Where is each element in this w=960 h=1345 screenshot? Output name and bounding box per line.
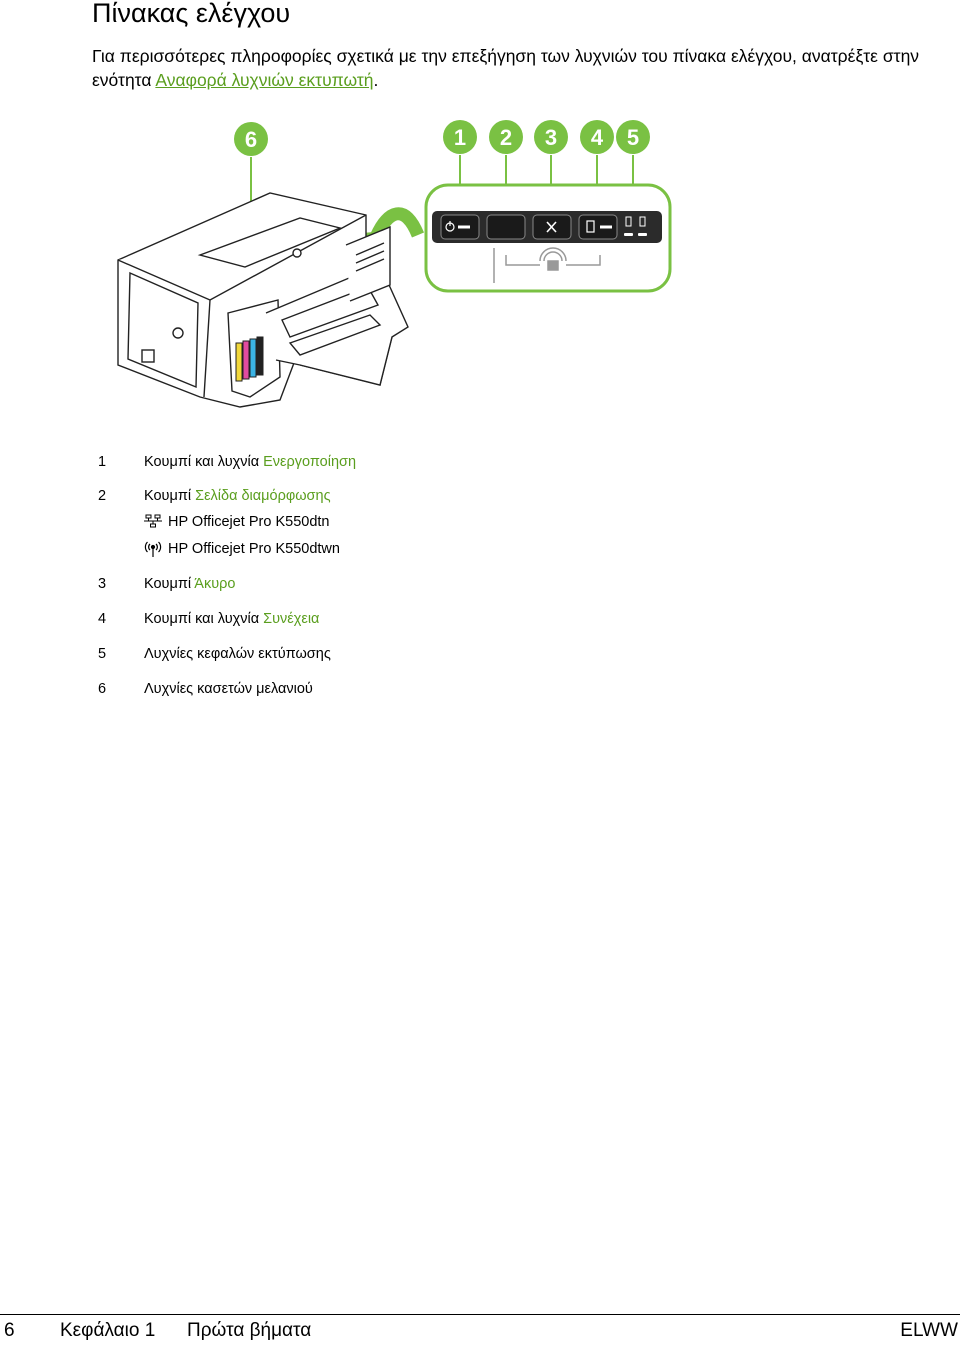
footer-section: Πρώτα βήματα xyxy=(187,1320,312,1341)
power-icon xyxy=(445,221,470,232)
callout-2-label: 2 xyxy=(500,125,512,150)
callout-3-label: 3 xyxy=(545,125,557,150)
legend-link-cancel[interactable]: Άκυρο xyxy=(194,576,236,592)
legend-text: Λυχνίες κεφαλών εκτύπωσης xyxy=(144,646,331,662)
callout-4: 4 xyxy=(580,120,614,154)
footer-page-number: 6 xyxy=(4,1320,15,1341)
model-name: HP Officejet Pro K550dtn xyxy=(168,514,330,530)
legend-number: 6 xyxy=(98,681,107,697)
legend-text: Κουμπί Άκυρο xyxy=(144,574,235,594)
intro-text: Για περισσότερες πληροφορίες σχετικά με … xyxy=(92,46,920,90)
legend-label: Κουμπί και λυχνία xyxy=(144,454,264,470)
callout-5-label: 5 xyxy=(627,125,639,150)
cancel-x-icon xyxy=(546,221,557,233)
legend-text: Λυχνίες κασετών μελανιού xyxy=(144,681,313,697)
legend-link-configuration-page[interactable]: Σελίδα διαμόρφωσης xyxy=(195,488,331,504)
network-icon xyxy=(144,514,162,528)
callout-6: 6 xyxy=(234,122,268,156)
legend-text: Κουμπί και λυχνία Συνέχεια xyxy=(144,609,319,629)
callout-4-label: 4 xyxy=(591,125,604,150)
page-footer: 6 Κεφάλαιο 1 Πρώτα βήματα ELWW xyxy=(0,1314,960,1344)
legend-number: 3 xyxy=(98,576,107,592)
legend-label: Κουμπί xyxy=(144,488,196,504)
legend-label: Κουμπί και λυχνία xyxy=(144,611,264,627)
callout-1-label: 1 xyxy=(454,125,466,150)
zoom-arrow xyxy=(370,207,425,240)
legend-number: 4 xyxy=(98,611,107,627)
legend-link-power[interactable]: Ενεργοποίηση xyxy=(263,454,357,470)
legend-number: 2 xyxy=(98,488,107,504)
callout-5: 5 xyxy=(616,120,650,154)
callout-1: 1 xyxy=(443,120,477,154)
intro-paragraph: Για περισσότερες πληροφορίες σχετικά με … xyxy=(92,44,932,92)
legend-number: 1 xyxy=(98,454,107,470)
legend-label: Κουμπί xyxy=(144,576,195,592)
wireless-icon xyxy=(493,247,601,283)
footer-doc-id: ELWW xyxy=(900,1320,958,1341)
printer-lights-reference-link[interactable]: Αναφορά λυχνιών εκτυπωτή xyxy=(155,70,374,90)
page-title: Πίνακας ελέγχου xyxy=(92,0,291,28)
intro-period: . xyxy=(373,70,379,90)
legend-text: Κουμπί Σελίδα διαμόρφωσης xyxy=(144,486,331,506)
control-panel-figure: 6 1 2 3 4 5 xyxy=(0,115,960,415)
ink-cartridges xyxy=(235,336,264,382)
footer-rule xyxy=(0,1314,960,1315)
callout-3: 3 xyxy=(534,120,568,154)
printhead-lights-icon xyxy=(624,216,647,236)
callout-6-label: 6 xyxy=(245,127,257,152)
wireless-icon xyxy=(144,541,162,557)
legend-number: 5 xyxy=(98,646,107,662)
callout-2: 2 xyxy=(489,120,523,154)
legend-link-resume[interactable]: Συνέχεια xyxy=(263,611,320,627)
footer-chapter: Κεφάλαιο 1 xyxy=(60,1320,156,1341)
legend-text: Κουμπί και λυχνία Ενεργοποίηση xyxy=(144,452,356,472)
resume-icon xyxy=(586,220,612,233)
model-name: HP Officejet Pro K550dtwn xyxy=(168,541,340,557)
